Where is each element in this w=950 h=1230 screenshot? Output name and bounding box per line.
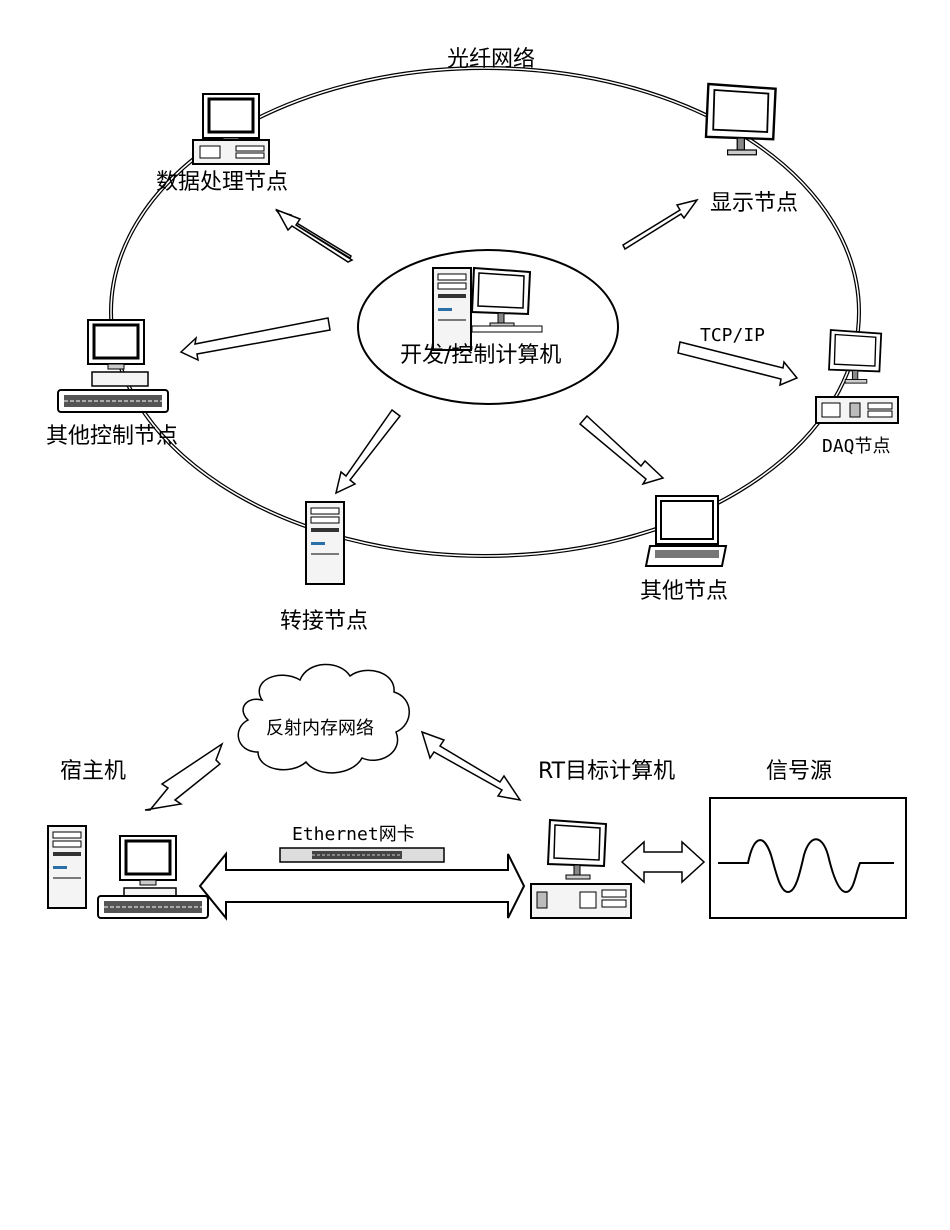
arrow-rt-cloud <box>420 730 522 802</box>
arrow-to-other-control <box>179 317 331 362</box>
display-node-label: 显示节点 <box>710 191 798 216</box>
center-arrows <box>179 198 799 495</box>
transfer-node-label: 转接节点 <box>280 609 368 634</box>
arrow-to-daq <box>677 341 799 387</box>
daq-node-icon <box>815 329 899 424</box>
data-processing-node-label: 数据处理节点 <box>156 170 288 195</box>
dev-control-computer-icon <box>432 267 543 351</box>
ethernet-double-arrow <box>198 851 526 921</box>
host-computer-icon <box>47 825 209 919</box>
arrow-to-other <box>578 414 665 486</box>
top-network-diagram: 光纤网络 开发/控制计算机 TCP/IP <box>46 47 899 634</box>
cloud-arrows <box>144 730 522 811</box>
ethernet-label: Ethernet网卡 <box>292 824 415 845</box>
signal-source-box <box>709 797 907 919</box>
signal-source-label: 信号源 <box>766 759 832 784</box>
cloud-shape <box>237 663 410 774</box>
sine-wave <box>718 838 894 894</box>
other-control-node-label: 其他控制节点 <box>46 424 178 449</box>
fiber-network-label: 光纤网络 <box>447 47 535 72</box>
cloud-label: 反射内存网络 <box>266 718 374 739</box>
other-control-node-icon <box>57 318 169 413</box>
display-node-icon <box>704 82 777 157</box>
arrow-to-display <box>622 198 699 251</box>
arrow-to-transfer <box>334 408 402 495</box>
host-label: 宿主机 <box>60 759 126 784</box>
daq-node-label: DAQ节点 <box>822 436 891 457</box>
other-node-label: 其他节点 <box>640 579 728 604</box>
arrow-host-cloud <box>144 742 224 811</box>
transfer-node-icon <box>305 501 345 585</box>
bottom-reflective-memory-diagram: 反射内存网络 宿主机 RT目标计算机 信号源 Ethernet网卡 <box>47 663 907 921</box>
ethernet-card-icon <box>279 847 445 863</box>
rt-signal-double-arrow <box>620 840 706 884</box>
other-node-icon <box>644 495 728 567</box>
rt-target-computer-icon <box>530 819 632 919</box>
center-computer-label: 开发/控制计算机 <box>400 343 561 368</box>
tcpip-label: TCP/IP <box>700 325 765 346</box>
data-processing-node-icon <box>192 92 270 165</box>
rt-target-label: RT目标计算机 <box>538 759 675 784</box>
